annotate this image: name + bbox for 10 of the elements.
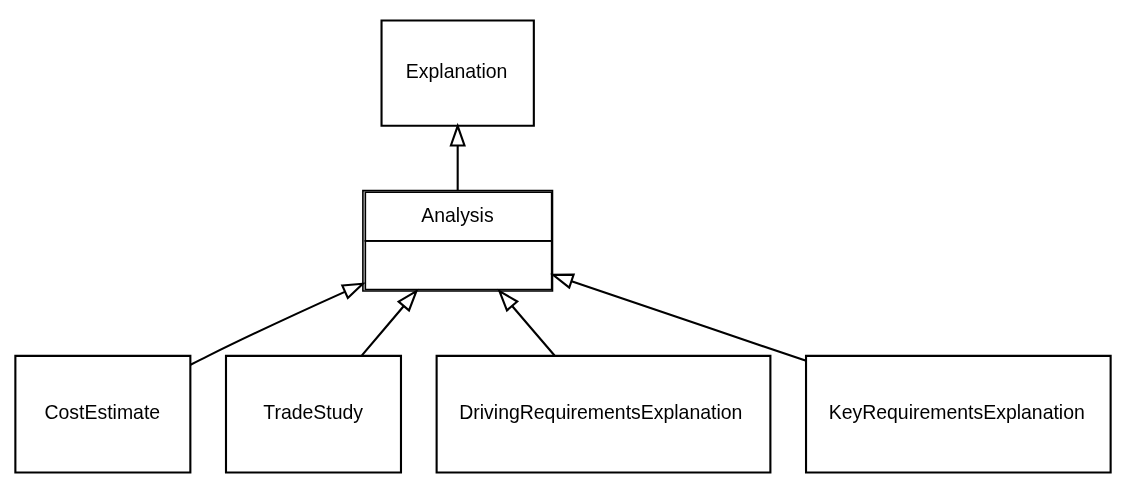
node-box: KeyRequirementsExplanation bbox=[804, 354, 1112, 474]
node-box: CostEstimate bbox=[14, 354, 192, 474]
arrow bbox=[361, 288, 419, 356]
arrow bbox=[190, 281, 366, 366]
node-box: TradeStudy bbox=[224, 354, 403, 474]
arrow bbox=[497, 288, 556, 356]
arrow bbox=[550, 273, 806, 362]
arrow bbox=[449, 122, 466, 190]
node-box: DrivingRequirementsExplanation bbox=[435, 354, 772, 474]
node-box: Explanation bbox=[380, 18, 535, 127]
